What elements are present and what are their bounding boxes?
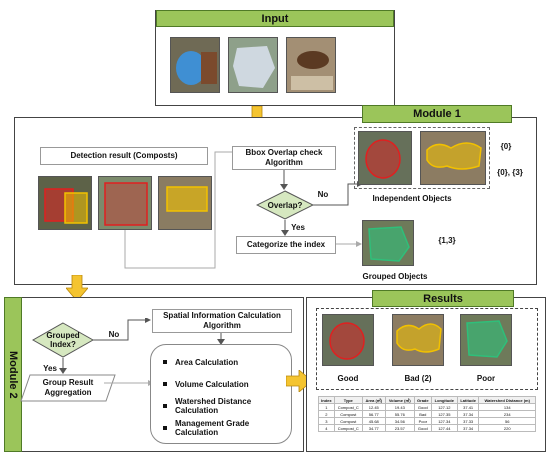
- aggregation-parallelogram: [20, 374, 116, 402]
- connector-aggregation-to-calc: [104, 380, 154, 386]
- overlap-no-label: No: [317, 189, 329, 199]
- bullet-icon: [163, 382, 167, 386]
- result-image-poor: [460, 314, 512, 366]
- col-type: Type: [333, 396, 363, 404]
- categorize-index-label: Categorize the index: [246, 240, 326, 249]
- calculation-list-box: Area Calculation Volume Calculation Wate…: [150, 344, 292, 444]
- spatial-info-label: Spatial Information Calculation Algorith…: [163, 311, 281, 330]
- results-table-container: Index Type Area (㎡) Volume (㎥) Grade Lon…: [318, 396, 536, 432]
- bbox-check-label: Bbox Overlap check Algorithm: [245, 148, 323, 167]
- grade-poor-label: Poor: [476, 373, 496, 383]
- bbox-check-box: Bbox Overlap check Algorithm: [232, 146, 336, 170]
- index-0-label: {0}: [500, 141, 512, 151]
- group-result-aggregation-label: Group Result Aggregation: [42, 378, 94, 397]
- connector-categorize-to-grouped: [336, 241, 362, 247]
- detection-image-2: [98, 176, 152, 230]
- input-title: Input: [261, 12, 289, 25]
- overlap-decision-diamond: [256, 190, 314, 220]
- col-latitude: Latitude: [456, 396, 480, 404]
- connector-overlap-yes: [281, 220, 289, 236]
- detection-image-3: [158, 176, 212, 230]
- results-frame: [316, 308, 538, 390]
- grouped-no-label: No: [108, 329, 120, 339]
- grouped-objects-label: Grouped Objects: [362, 271, 428, 281]
- results-table-header-row: Index Type Area (㎡) Volume (㎥) Grade Lon…: [318, 396, 536, 404]
- connector-grouped-no: [93, 318, 151, 341]
- detection-result-label: Detection result (Composts): [70, 151, 178, 160]
- index-0-3-label: {0}, {3}: [497, 167, 523, 177]
- result-image-bad: [392, 314, 444, 366]
- bullet-icon: [163, 404, 167, 408]
- module2-title: Module 2: [7, 350, 19, 399]
- results-table: Index Type Area (㎡) Volume (㎥) Grade Lon…: [318, 396, 536, 432]
- col-watershed: Watershed Distance (m): [478, 396, 536, 404]
- col-index: Index: [318, 396, 335, 404]
- grade-bad-label: Bad (2): [404, 373, 432, 383]
- spatial-info-box: Spatial Information Calculation Algorith…: [152, 309, 292, 333]
- module1-title: Module 1: [413, 108, 461, 120]
- calc-volume: Volume Calculation: [163, 373, 291, 395]
- input-image-2: [228, 37, 278, 93]
- grouped-image: [362, 220, 414, 266]
- grade-good-label: Good: [337, 373, 359, 383]
- col-grade: Grade: [413, 396, 432, 404]
- connector-bbox-to-overlap: [280, 170, 288, 190]
- results-title: Results: [423, 292, 463, 305]
- independent-image-2: [420, 131, 486, 185]
- arrow-module2-to-results: [286, 370, 312, 392]
- results-header: Results: [372, 290, 514, 307]
- arrow-module1-to-module2: [66, 275, 88, 301]
- grouped-yes-label: Yes: [43, 363, 57, 373]
- categorize-index-box: Categorize the index: [236, 236, 336, 254]
- grouped-index-question: Grouped Index?: [46, 331, 80, 349]
- index-1-3-label: {1,3}: [438, 235, 456, 245]
- col-volume: Volume (㎥): [384, 396, 415, 404]
- overlap-yes-label: Yes: [291, 222, 305, 232]
- col-area: Area (㎡): [361, 396, 386, 404]
- module2-header: Module 2: [4, 297, 22, 452]
- result-image-good: [322, 314, 374, 366]
- module1-header: Module 1: [362, 105, 512, 123]
- bullet-icon: [163, 360, 167, 364]
- input-image-1: [170, 37, 220, 93]
- overlap-question-label: Overlap?: [267, 200, 303, 210]
- bullet-icon: [163, 426, 167, 430]
- independent-objects-frame: [354, 127, 490, 189]
- calc-area: Area Calculation: [163, 351, 291, 373]
- input-image-3: [286, 37, 336, 93]
- connector-grouped-yes: [59, 358, 67, 374]
- connector-spatial-to-calc: [217, 333, 225, 345]
- detection-image-1: [38, 176, 92, 230]
- calculation-list: Area Calculation Volume Calculation Wate…: [163, 351, 291, 439]
- independent-objects-label: Independent Objects: [372, 193, 452, 203]
- calc-watershed: Watershed Distance Calculation: [163, 395, 291, 417]
- independent-image-1: [358, 131, 412, 185]
- col-longitude: Longitude: [430, 396, 458, 404]
- connector-detection-to-bbox: [124, 150, 238, 269]
- detection-result-box: Detection result (Composts): [40, 147, 208, 165]
- input-header: Input: [156, 10, 394, 27]
- calc-grade: Management Grade Calculation: [163, 417, 291, 439]
- grouped-index-diamond: [32, 322, 94, 358]
